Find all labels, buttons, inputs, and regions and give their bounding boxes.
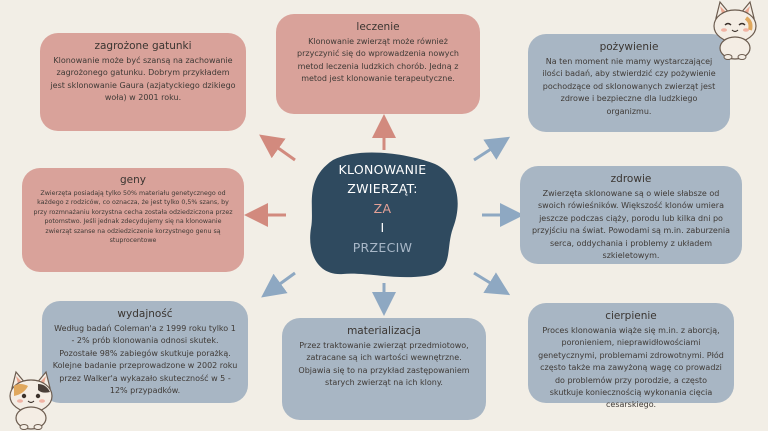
card-body: Zwierzęta sklonowane są o wiele słabsze … (531, 189, 731, 260)
card-title: zdrowie (610, 173, 652, 185)
card-title: wydajność (117, 308, 173, 320)
card-body: Przez traktowanie zwierząt przedmiotowo,… (298, 341, 470, 388)
arrow-to-zagrozone (259, 134, 296, 162)
card-pozywienie: pożywienie Na ten moment nie mamy wystar… (528, 34, 730, 132)
card-body: Zwierzęta posiadają tylko 50% materiału … (33, 190, 233, 245)
cat-icon (713, 0, 757, 60)
center-title-line1: KLONOWANIE (338, 162, 427, 177)
card-title: pożywienie (599, 41, 659, 53)
card-title: zagrożone gatunki (94, 40, 192, 52)
center-za: ZA (373, 200, 392, 216)
center-blob (310, 152, 458, 278)
center-przeciw: PRZECIW (352, 239, 413, 255)
card-geny: geny Zwierzęta posiadają tylko 50% mater… (22, 168, 244, 272)
card-leczenie: leczenie Klonowanie zwierząt może równie… (276, 14, 480, 114)
arrow-to-cierpienie (473, 271, 511, 296)
card-body: Klonowanie zwierząt może również przyczy… (297, 37, 459, 84)
cat-icon (9, 370, 53, 430)
card-materializacja: materializacja Przez traktowanie zwierzą… (282, 318, 486, 420)
card-body: Według badań Coleman'a z 1999 roku tylko… (52, 324, 238, 395)
card-title: geny (120, 174, 146, 186)
arrow-to-pozywienie (473, 136, 511, 162)
card-title: leczenie (356, 21, 400, 33)
central-topic: KLONOWANIE ZWIERZĄT: ZA I PRZECIW (305, 150, 460, 280)
card-wydajnosc: wydajność Według badań Coleman'a z 1999 … (42, 301, 248, 403)
center-title-line2: ZWIERZĄT: (347, 181, 418, 197)
card-title: cierpienie (605, 310, 657, 322)
arrow-to-wydajnosc (261, 271, 296, 298)
card-body: Proces klonowania wiąże się m.in. z abor… (538, 326, 724, 410)
card-title: materializacja (347, 325, 421, 337)
card-body: Na ten moment nie mamy wystarczającej il… (542, 57, 716, 116)
card-body: Klonowanie może być szansą na zachowanie… (50, 56, 236, 103)
card-zagrozone-gatunki: zagrożone gatunki Klonowanie może być sz… (40, 33, 246, 131)
card-zdrowie: zdrowie Zwierzęta sklonowane są o wiele … (520, 166, 742, 264)
card-cierpienie: cierpienie Proces klonowania wiąże się m… (528, 303, 734, 409)
center-i: I (380, 220, 385, 236)
